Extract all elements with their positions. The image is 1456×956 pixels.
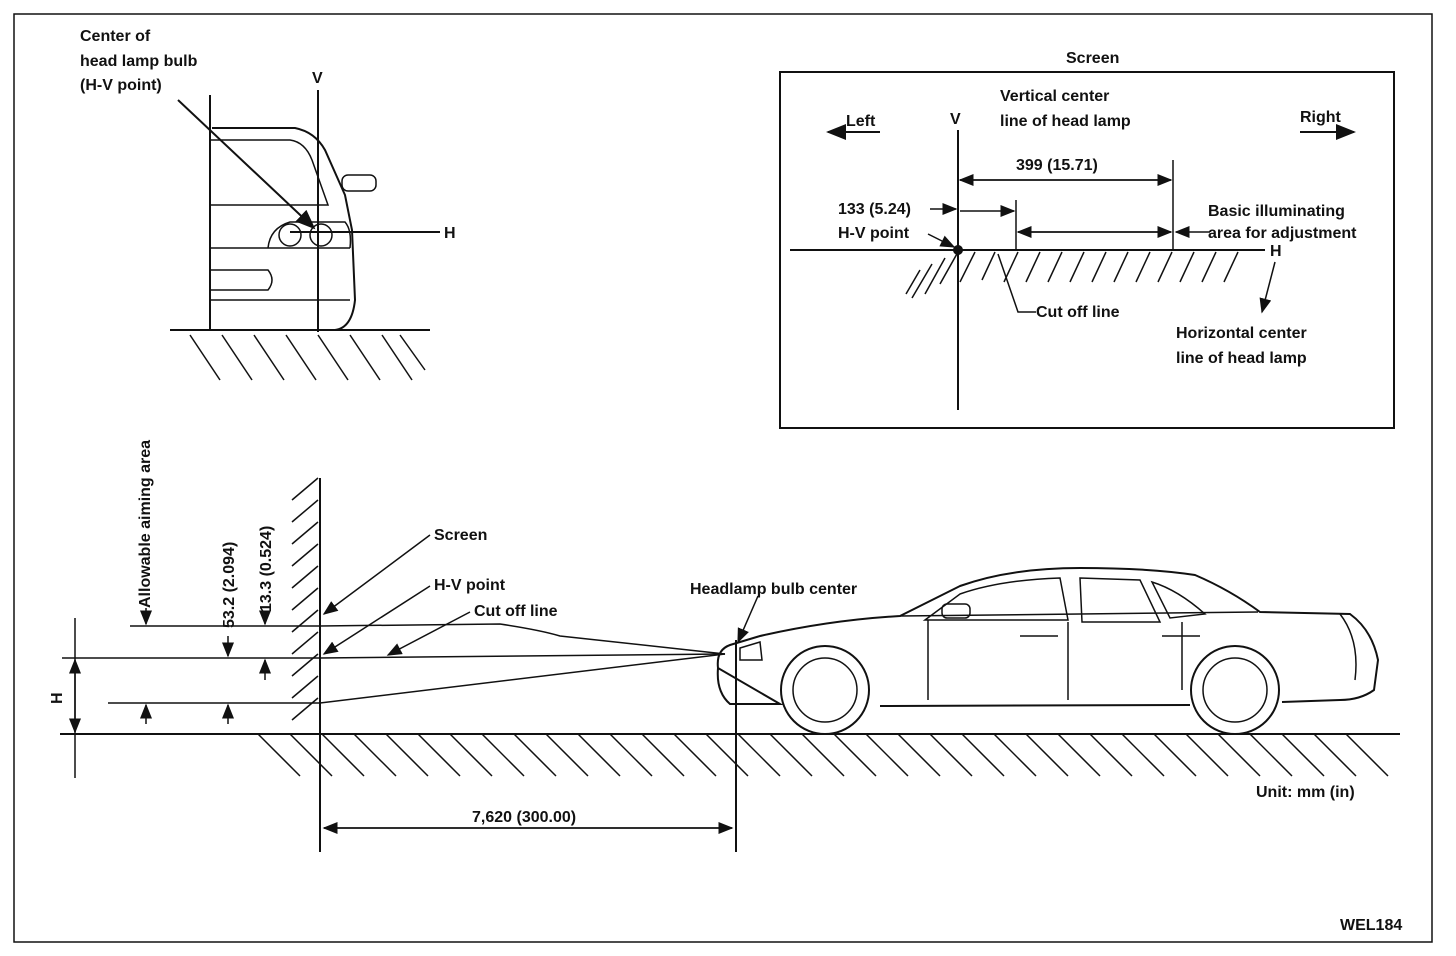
cutoff-side-label: Cut off line — [474, 603, 558, 620]
v-screen-label: V — [950, 111, 961, 128]
cutoff-screen-label: Cut off line — [1036, 304, 1120, 321]
dim-399-label: 399 (15.71) — [1016, 157, 1098, 174]
v-front-label: V — [312, 70, 323, 87]
dim-13-label: 13.3 (0.524) — [258, 526, 275, 612]
hv-point-side-label: H-V point — [434, 577, 506, 594]
basic-illuminating-label-2: area for adjustment — [1208, 225, 1357, 242]
dim-53-label: 53.2 (2.094) — [221, 542, 238, 628]
screen-view — [779, 71, 1395, 429]
outer-frame — [13, 13, 1433, 943]
basic-illuminating-label-1: Basic illuminating — [1208, 203, 1345, 220]
vertical-center-label-2: line of head lamp — [1000, 113, 1131, 130]
center-bulb-label-1: Center of — [80, 28, 151, 45]
screen-title: Screen — [1066, 50, 1119, 67]
h-screen-label: H — [1270, 243, 1282, 260]
center-bulb-label-2: head lamp bulb — [80, 53, 198, 70]
figure-id: WEL184 — [1340, 917, 1402, 934]
distance-label: 7,620 (300.00) — [472, 809, 576, 826]
vertical-center-label-1: Vertical center — [1000, 88, 1109, 105]
h-side-label: H — [49, 692, 66, 704]
horizontal-center-label-1: Horizontal center — [1176, 325, 1307, 342]
h-front-label: H — [444, 225, 456, 242]
right-label: Right — [1300, 109, 1342, 126]
headlamp-center-label: Headlamp bulb center — [690, 581, 857, 598]
horizontal-center-label-2: line of head lamp — [1176, 350, 1307, 367]
side-view — [60, 477, 1400, 852]
dim-133-label: 133 (5.24) — [838, 201, 911, 218]
unit-label: Unit: mm (in) — [1256, 784, 1355, 801]
hv-point-screen-label: H-V point — [838, 225, 910, 242]
allowable-aiming-label: Allowable aiming area — [137, 440, 154, 608]
front-view — [170, 90, 440, 381]
left-label: Left — [846, 113, 876, 130]
screen-side-label: Screen — [434, 527, 487, 544]
center-bulb-label-3: (H-V point) — [80, 77, 162, 94]
